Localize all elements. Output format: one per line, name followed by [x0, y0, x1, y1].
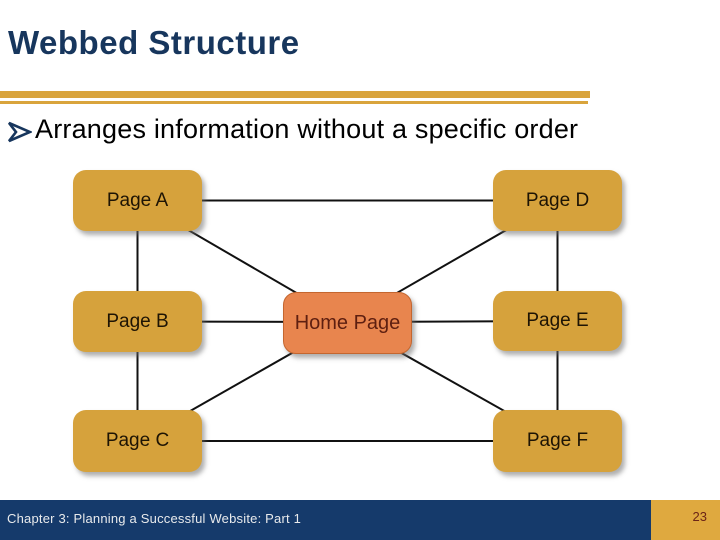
node-page-d: Page D [493, 170, 622, 231]
node-page-b: Page B [73, 291, 202, 352]
slide-title: Webbed Structure [8, 24, 300, 61]
node-page-a: Page A [73, 170, 202, 231]
bullet-text: Arranges information without a specific … [35, 114, 579, 144]
node-page-e: Page E [493, 291, 622, 351]
page-number-box: 23 [651, 500, 720, 540]
node-home-page: Home Page [283, 292, 412, 354]
web-structure-diagram: Page A Page B Page C Home Page Page D Pa… [0, 150, 720, 495]
node-page-f: Page F [493, 410, 622, 472]
title-divider-thin [0, 101, 588, 104]
footer-text: Chapter 3: Planning a Successful Website… [7, 511, 302, 526]
page-number: 23 [692, 509, 707, 524]
arrow-right-bullet-icon [6, 119, 34, 150]
footer-bar: Chapter 3: Planning a Successful Website… [0, 500, 720, 540]
node-page-c: Page C [73, 410, 202, 472]
bullet-item: Arranges information without a specific … [6, 114, 706, 150]
title-divider-thick [0, 91, 590, 98]
